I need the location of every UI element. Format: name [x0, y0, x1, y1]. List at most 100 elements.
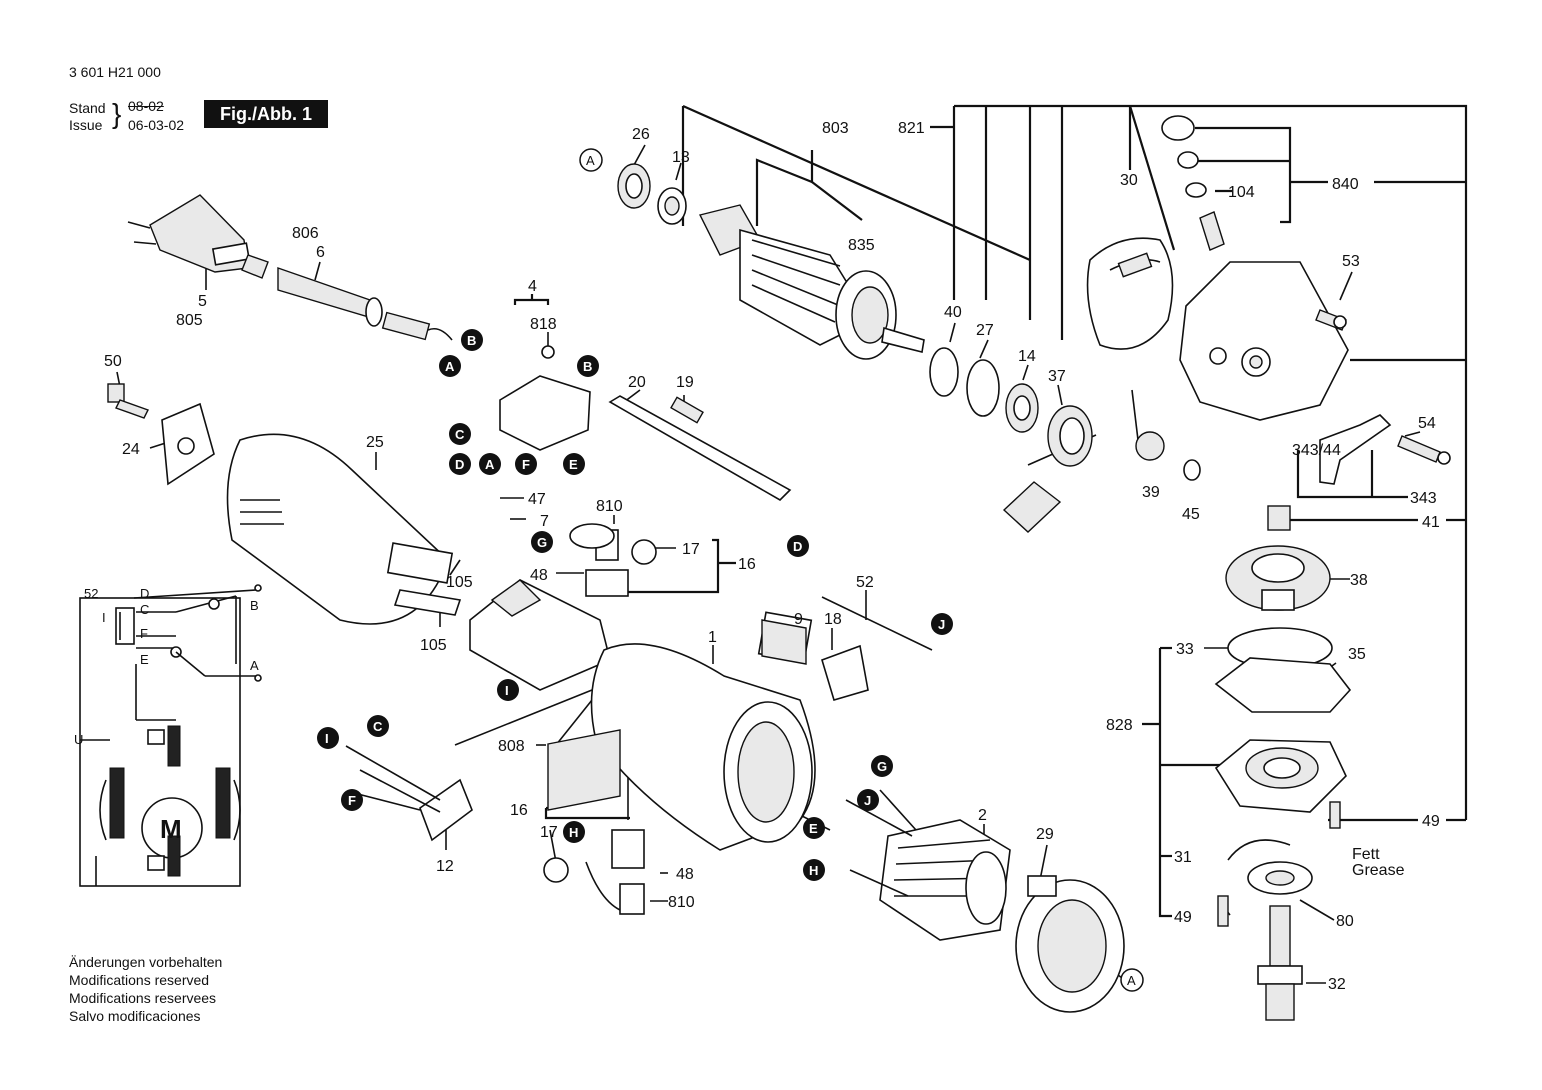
power-cord [241, 254, 453, 341]
fan-guard-29 [1015, 875, 1125, 1013]
label-105-upper: 105 [446, 574, 473, 591]
svg-text:I: I [505, 683, 509, 698]
stator-2 [879, 819, 1011, 941]
label-47: 47 [528, 491, 546, 508]
switch-handle [469, 579, 611, 691]
svg-text:G: G [537, 535, 547, 550]
label-835: 835 [848, 237, 875, 254]
label-105-lower: 105 [420, 637, 447, 654]
brush-block [1002, 481, 1062, 533]
connector-a-top: A [439, 355, 461, 377]
figure-badge: Fig./Abb. 1 [204, 100, 328, 128]
connector-b-top: B [461, 329, 483, 351]
label-12: 12 [436, 858, 454, 875]
spring-19 [670, 396, 704, 424]
label-29: 29 [1036, 826, 1054, 843]
bevel-gear-38 [1225, 545, 1331, 611]
footer-line: Modifications reservees [69, 990, 217, 1006]
label-7: 7 [540, 513, 549, 530]
wire-label-i: I [102, 610, 106, 625]
label-20: 20 [628, 374, 646, 391]
bracket-lines [116, 104, 1468, 984]
footer-line: Änderungen vorbehalten [69, 954, 223, 970]
label-plate-9 [761, 619, 807, 665]
footer-line: Modifications reserved [69, 972, 210, 988]
label-803: 803 [822, 120, 849, 137]
label-35: 35 [1348, 646, 1366, 663]
power-plug [127, 194, 251, 273]
wire-label-e: E [140, 652, 149, 667]
label-48-upper: 48 [530, 567, 548, 584]
bearing-flange [1214, 739, 1347, 813]
ring-27 [966, 359, 1000, 417]
label-49-lower: 49 [1174, 909, 1192, 926]
svg-text:D: D [793, 539, 802, 554]
label-2: 2 [978, 807, 987, 824]
connector-a-switch: A [479, 453, 501, 475]
brush-holder-upper [569, 523, 657, 597]
svg-text:A: A [586, 153, 595, 168]
label-80: 80 [1336, 913, 1354, 930]
clip-31 [1227, 839, 1291, 861]
pinion-39 [1135, 431, 1201, 481]
label-18: 18 [824, 611, 842, 628]
issue-label: Issue [69, 117, 103, 133]
bearing-37 [1047, 405, 1093, 467]
spindle-lock-343 [1319, 414, 1392, 485]
svg-text:I: I [325, 731, 329, 746]
air-guide-30 [1086, 237, 1174, 350]
plate-35 [1214, 657, 1352, 713]
svg-text:E: E [809, 821, 818, 836]
label-30: 30 [1120, 172, 1138, 189]
label-41: 41 [1422, 514, 1440, 531]
wire-label-u: U [74, 732, 83, 747]
motor-symbol-label: M [160, 814, 182, 844]
bearing-14 [1005, 383, 1039, 433]
label-810-upper: 810 [596, 498, 623, 515]
label-33: 33 [1176, 641, 1194, 658]
connector-j-stator: J [857, 789, 879, 811]
label-5: 5 [198, 293, 207, 310]
bearing-26 [617, 163, 651, 209]
label-9: 9 [794, 611, 803, 628]
svg-text:B: B [467, 333, 476, 348]
footer-line: Salvo modificaciones [69, 1008, 201, 1024]
motor-housing-1 [590, 611, 869, 851]
document-number: 3 601 H21 000 [69, 64, 161, 80]
label-16-upper: 16 [738, 556, 756, 573]
issue-value: 06-03-02 [128, 117, 185, 133]
connector-c-lower: C [367, 715, 389, 737]
connector-h-lower: H [563, 821, 585, 843]
screw-49 [1217, 801, 1341, 927]
bearing-13 [657, 187, 687, 225]
connector-callouts: A B A B C D A F [317, 148, 1144, 992]
label-31: 31 [1174, 849, 1192, 866]
connector-a-outline: A [579, 148, 603, 172]
label-19: 19 [676, 374, 694, 391]
brace-glyph: } [112, 98, 122, 129]
svg-text:J: J [864, 793, 871, 808]
svg-text:H: H [809, 863, 818, 878]
wire-label-b: B [250, 598, 259, 613]
label-805: 805 [176, 312, 203, 329]
connector-i-handle: I [497, 679, 519, 701]
label-6: 6 [316, 244, 325, 261]
ring-40 [929, 347, 959, 397]
connector-d-wire: D [787, 535, 809, 557]
label-25: 25 [366, 434, 384, 451]
svg-text:A: A [1127, 973, 1136, 988]
svg-text:F: F [348, 793, 356, 808]
label-343-44: 343/44 [1292, 442, 1341, 459]
svg-text:J: J [938, 617, 945, 632]
connector-i-lower: I [317, 727, 339, 749]
connector-j-wire: J [931, 613, 953, 635]
label-fett: Fett [1352, 846, 1380, 863]
label-50: 50 [104, 353, 122, 370]
spindle-32 [1257, 905, 1303, 1021]
label-104: 104 [1228, 184, 1255, 201]
svg-text:F: F [522, 457, 530, 472]
svg-text:A: A [445, 359, 455, 374]
brush-holder-12 [345, 745, 473, 842]
wire-leads [845, 789, 917, 897]
